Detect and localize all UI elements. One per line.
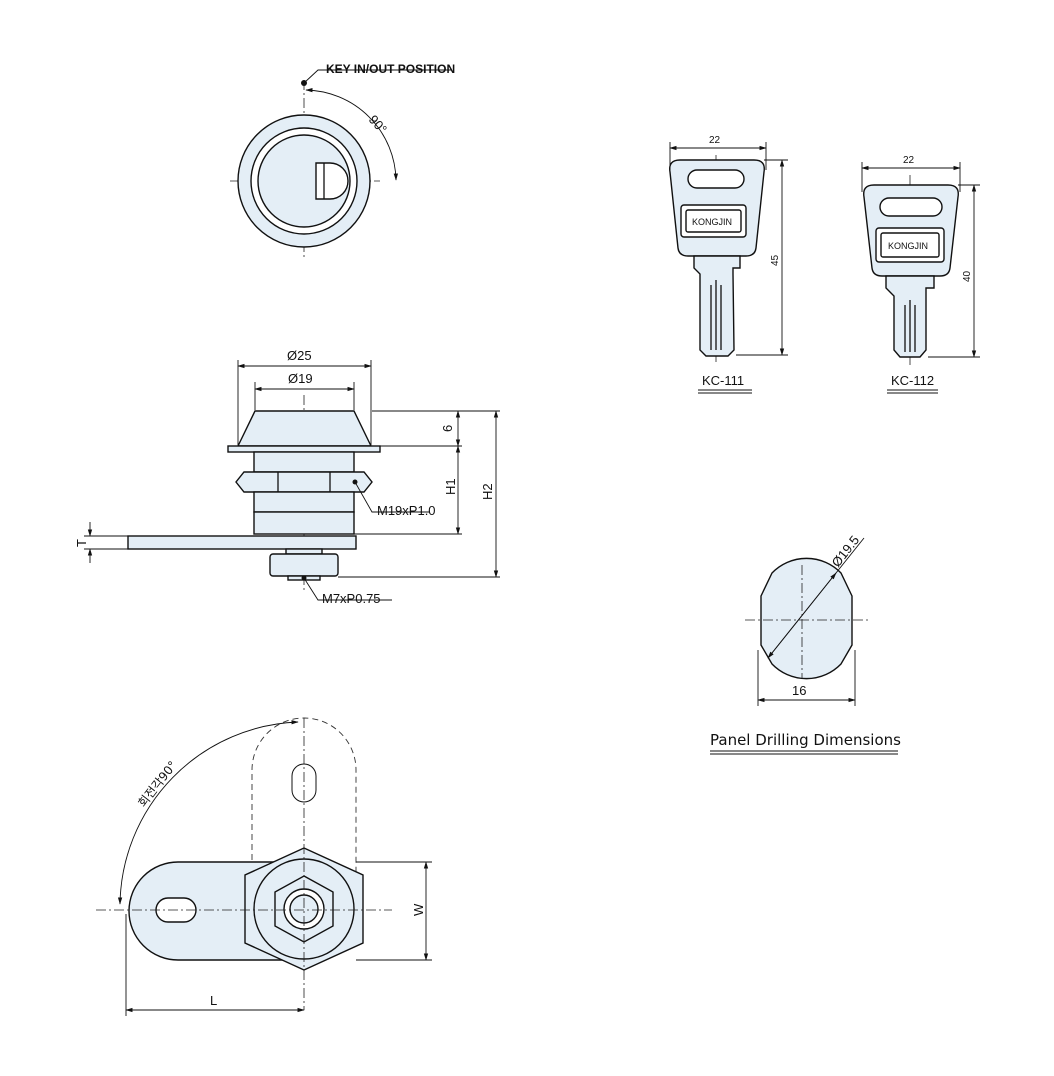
l-label: L <box>210 993 217 1008</box>
rotation-arc <box>305 87 399 181</box>
key1-model-label: KC-111 <box>702 373 744 388</box>
hex-nut <box>235 471 373 493</box>
h1-label: H1 <box>443 478 458 495</box>
side-view: Ø25 Ø19 6 H1 H2 T M19xP1.0 M7xP0.75 <box>74 348 500 606</box>
panel-drilling: Ø19.5 16 Panel Drilling Dimensions <box>710 533 901 755</box>
cam-view: 회전각90° W L <box>96 717 432 1016</box>
thread-main-label: M19xP1.0 <box>377 503 436 518</box>
body-upper <box>253 451 355 473</box>
key-brand-1: KONGJIN <box>692 217 732 227</box>
h2-label: H2 <box>480 483 495 500</box>
key-position-label: KEY IN/OUT POSITION <box>326 62 455 76</box>
body-mid <box>253 491 355 513</box>
key2-width-label: 22 <box>903 155 915 166</box>
diameter-19-label: Ø19 <box>288 371 313 386</box>
diameter-25-label: Ø25 <box>287 348 312 363</box>
lock-head <box>236 410 373 447</box>
thickness-label: T <box>74 539 89 547</box>
flange <box>227 445 381 453</box>
cam-rotation-label: 회전각90° <box>135 758 180 809</box>
thread-small-label: M7xP0.75 <box>322 591 381 606</box>
body-lower <box>253 511 355 535</box>
drilling-width-label: 16 <box>792 683 806 698</box>
front-view: KEY IN/OUT POSITION 90° <box>230 62 455 260</box>
key1-height-label: 45 <box>770 254 781 266</box>
keyway-slot <box>315 162 349 200</box>
rotation-90-label: 90° <box>366 112 390 137</box>
drilling-hole-shape <box>760 557 853 680</box>
cam-plate-side <box>127 535 357 550</box>
drilling-diameter-label: Ø19.5 <box>829 533 863 570</box>
key-kc-111: KONGJIN 22 45 KC-111 <box>669 135 788 394</box>
small-nut <box>269 553 339 577</box>
key2-model-label: KC-112 <box>891 373 934 388</box>
cam-rotation-arc <box>117 720 299 905</box>
w-label: W <box>411 903 426 916</box>
key1-width-label: 22 <box>709 135 721 146</box>
key-brand-2: KONGJIN <box>888 241 928 251</box>
key-blade <box>693 255 741 357</box>
key-kc-112: KONGJIN 22 40 KC-112 <box>861 155 980 394</box>
key2-height-label: 40 <box>962 270 973 282</box>
washer <box>285 548 323 555</box>
drilling-title: Panel Drilling Dimensions <box>710 731 901 749</box>
flange-6-label: 6 <box>440 425 455 432</box>
